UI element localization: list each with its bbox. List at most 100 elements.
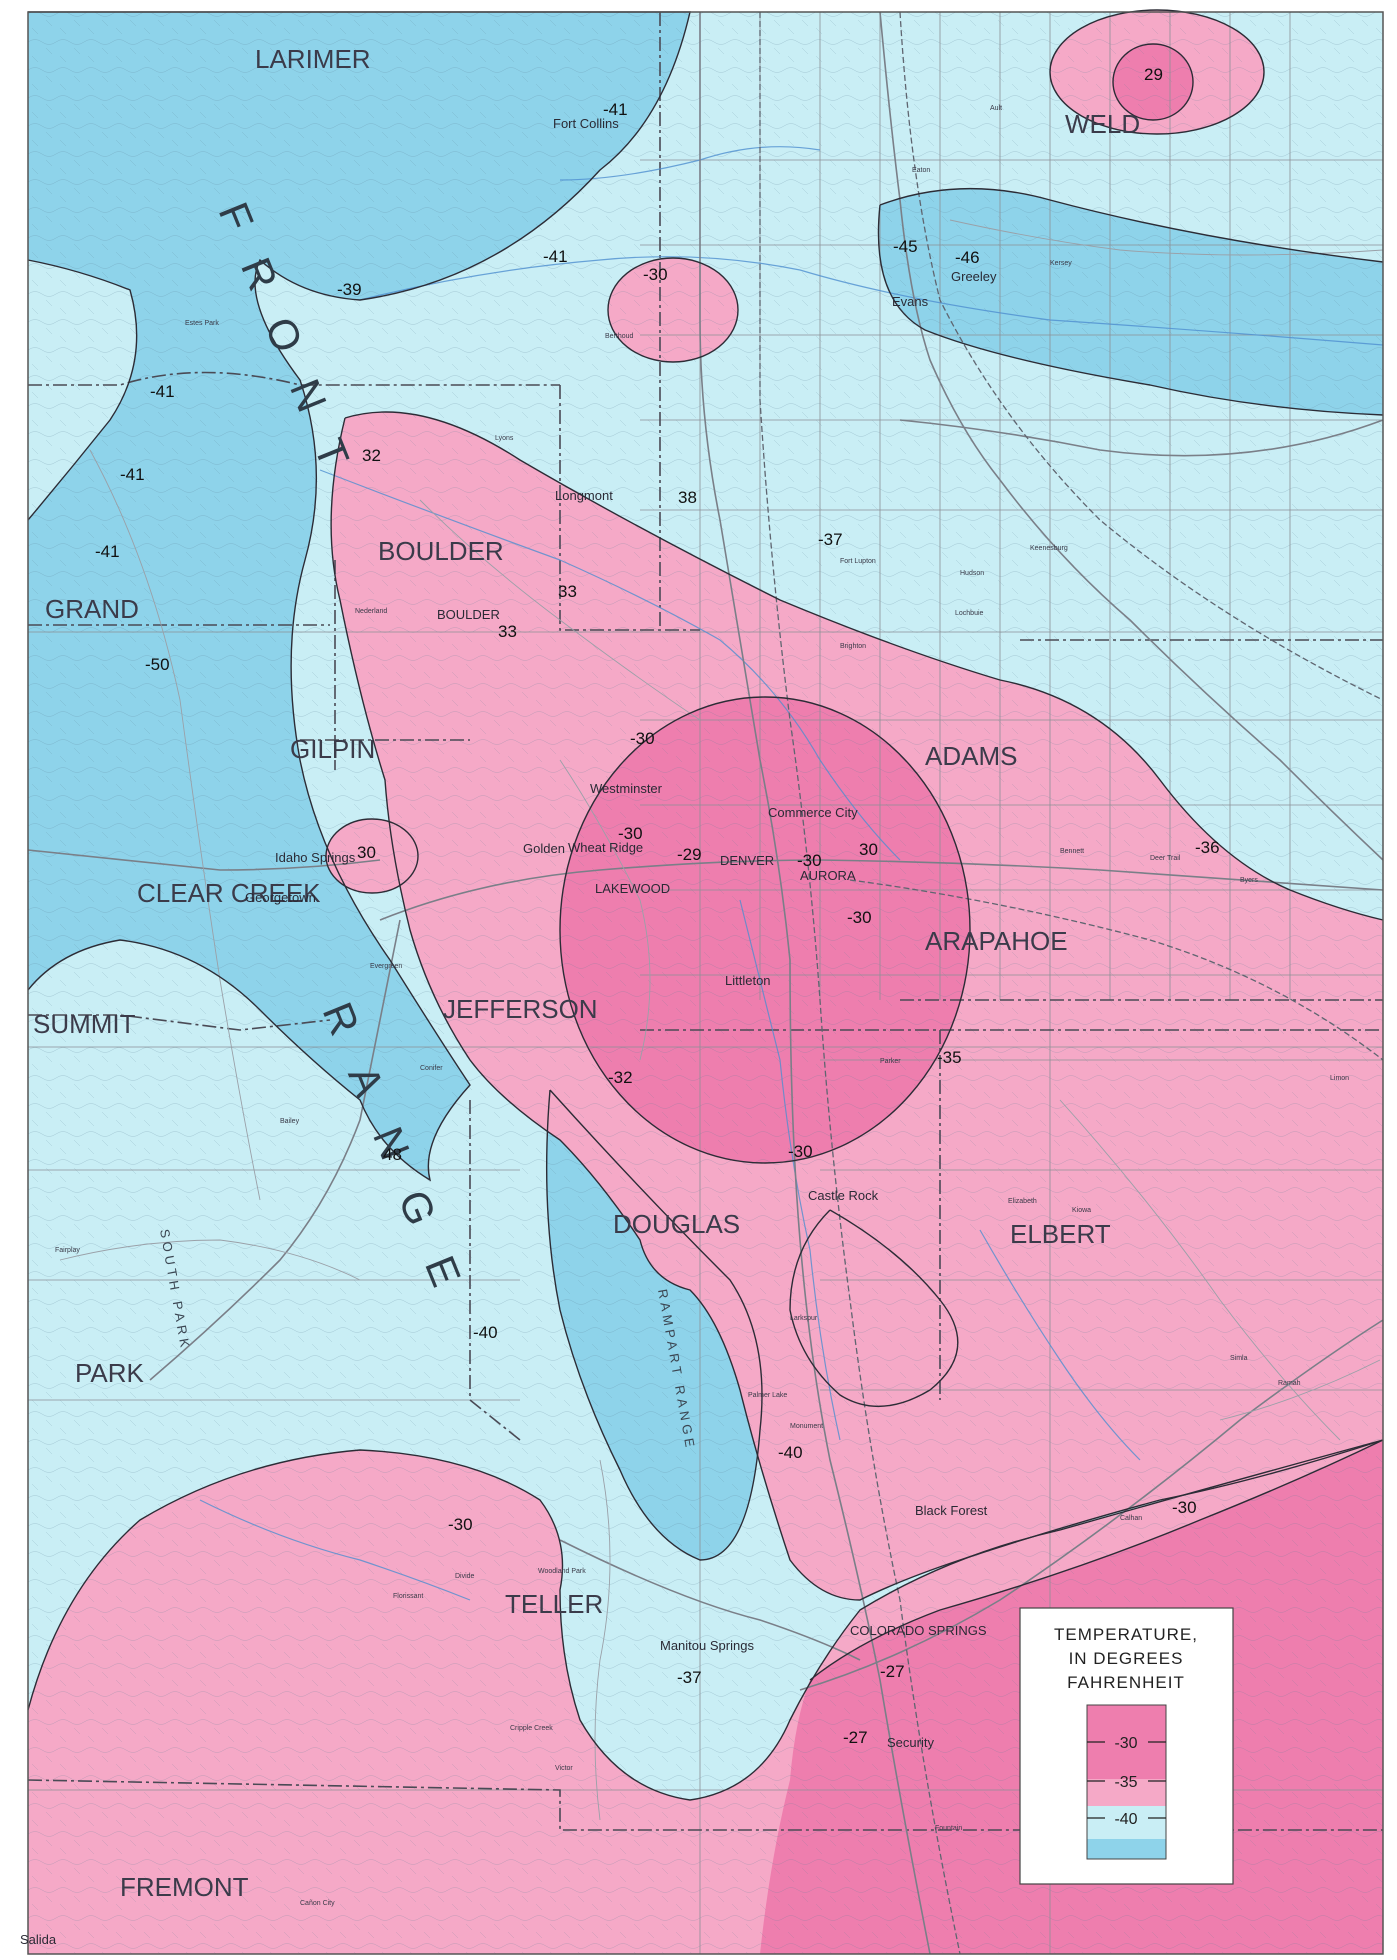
- legend-swatch-frame: [1086, 1704, 1167, 1860]
- town-aurora: AURORA: [800, 868, 856, 883]
- town-florissant: Florissant: [393, 1593, 423, 1600]
- town-divide: Divide: [455, 1573, 475, 1580]
- town-black-forest: Black Forest: [915, 1503, 988, 1518]
- town-cripple-creek: Cripple Creek: [510, 1725, 553, 1732]
- temp-value: -40: [778, 1443, 803, 1462]
- town-ault: Ault: [990, 105, 1002, 112]
- temp-value: -41: [150, 382, 175, 401]
- temp-value: -30: [788, 1142, 813, 1161]
- town-bennett: Bennett: [1060, 848, 1084, 855]
- town-longmont: Longmont: [555, 488, 613, 503]
- county-arapahoe: ARAPAHOE: [925, 926, 1068, 956]
- temp-value: -50: [145, 655, 170, 674]
- town-byers: Byers: [1240, 877, 1258, 884]
- county-weld: WELD: [1065, 109, 1140, 139]
- town-commerce-city: Commerce City: [768, 805, 858, 820]
- town-victor: Victor: [555, 1765, 573, 1772]
- town-castle-rock: Castle Rock: [808, 1188, 879, 1203]
- temp-value: -41: [603, 100, 628, 119]
- town-lakewood: LAKEWOOD: [595, 881, 670, 896]
- town-keenesburg: Keenesburg: [1030, 545, 1068, 552]
- town-woodland-park: Woodland Park: [538, 1568, 586, 1575]
- town-berthoud: Berthoud: [605, 333, 634, 340]
- temp-value: 48: [383, 1145, 402, 1164]
- legend-value-3: -40: [1114, 1811, 1137, 1828]
- town-brighton: Brighton: [840, 643, 866, 650]
- county-douglas: DOUGLAS: [613, 1209, 740, 1239]
- town-nederland: Nederland: [355, 608, 387, 615]
- temp-value: 29: [1144, 65, 1163, 84]
- town-bailey: Bailey: [280, 1118, 300, 1125]
- town-fairplay: Fairplay: [55, 1247, 80, 1254]
- town-idaho-springs: Idaho Springs: [275, 850, 356, 865]
- town-hudson: Hudson: [960, 570, 984, 577]
- temperature-values: 29 -41 -41 -45 -46 -30 -39 -41 -41 -41 3…: [95, 65, 1220, 1747]
- town-wheat-ridge: Wheat Ridge: [568, 840, 643, 855]
- legend-ticks: [1087, 1741, 1166, 1819]
- temp-value: 30: [859, 840, 878, 859]
- town-limon: Limon: [1330, 1075, 1349, 1082]
- county-grand: GRAND: [45, 594, 139, 624]
- temp-value: -46: [955, 248, 980, 267]
- town-boulder: BOULDER: [437, 607, 500, 622]
- legend-swatch-cold: [1087, 1839, 1166, 1859]
- temp-value: -30: [630, 729, 655, 748]
- county-summit: SUMMIT: [33, 1009, 136, 1039]
- town-westminster: Westminster: [590, 781, 663, 796]
- town-lochbuie: Lochbuie: [955, 610, 984, 617]
- temp-value: -39: [337, 280, 362, 299]
- town-kersey: Kersey: [1050, 260, 1072, 267]
- legend-title-line2: IN DEGREES: [1069, 1649, 1184, 1668]
- temp-value: -27: [880, 1662, 905, 1681]
- temp-value: -30: [797, 851, 822, 870]
- town-golden: Golden: [523, 841, 565, 856]
- legend-swatch-warm: [1087, 1779, 1166, 1806]
- temp-value: -30: [643, 265, 668, 284]
- county-elbert: ELBERT: [1010, 1219, 1111, 1249]
- legend-swatch-light: [1087, 1806, 1166, 1839]
- county-gilpin: GILPIN: [290, 734, 375, 764]
- town-palmer-lake: Palmer Lake: [748, 1392, 787, 1399]
- town-simla: Simla: [1230, 1355, 1248, 1362]
- town-littleton: Littleton: [725, 973, 771, 988]
- temp-value: -45: [893, 237, 918, 256]
- temp-value: -41: [95, 542, 120, 561]
- county-labels: LARIMER WELD BOULDER GRAND GILPIN ADAMS …: [33, 44, 1140, 1902]
- temp-value: -37: [677, 1668, 702, 1687]
- county-boundaries: [27, 12, 1383, 1831]
- legend: TEMPERATURE, IN DEGREES FAHRENHEIT -30 -…: [1019, 1607, 1234, 1885]
- temp-value: -30: [448, 1515, 473, 1534]
- town-denver: DENVER: [720, 853, 774, 868]
- town-ramah: Ramah: [1278, 1380, 1301, 1387]
- town-greeley: Greeley: [951, 269, 997, 284]
- town-salida: Salida: [20, 1932, 57, 1947]
- town-kiowa: Kiowa: [1072, 1207, 1091, 1214]
- town-deer-trail: Deer Trail: [1150, 855, 1181, 862]
- temp-value: 33: [498, 622, 517, 641]
- town-fort-lupton: Fort Lupton: [840, 558, 876, 565]
- town-monument: Monument: [790, 1423, 823, 1430]
- town-lyons: Lyons: [495, 435, 514, 442]
- county-fremont: FREMONT: [120, 1872, 249, 1902]
- town-evergreen: Evergreen: [370, 963, 402, 970]
- county-teller: TELLER: [505, 1589, 603, 1619]
- temp-value: -35: [937, 1048, 962, 1067]
- temp-value: -41: [543, 247, 568, 266]
- town-georgetown: Georgetown: [245, 890, 316, 905]
- legend-title-line3: FAHRENHEIT: [1067, 1673, 1185, 1692]
- town-evans: Evans: [892, 294, 929, 309]
- town-labels: Fort Collins Greeley Evans Longmont BOUL…: [20, 105, 1349, 1947]
- town-elizabeth: Elizabeth: [1008, 1198, 1037, 1205]
- temp-value: -27: [843, 1728, 868, 1747]
- roads: [27, 11, 1384, 1955]
- county-park: PARK: [75, 1358, 145, 1388]
- temp-value: -40: [473, 1323, 498, 1342]
- town-eaton: Eaton: [912, 167, 930, 174]
- isotherms: [27, 9, 1384, 1801]
- town-estes-park: Estes Park: [185, 320, 219, 327]
- county-boulder: BOULDER: [378, 536, 504, 566]
- temp-value: -30: [847, 908, 872, 927]
- temp-value: -32: [608, 1068, 633, 1087]
